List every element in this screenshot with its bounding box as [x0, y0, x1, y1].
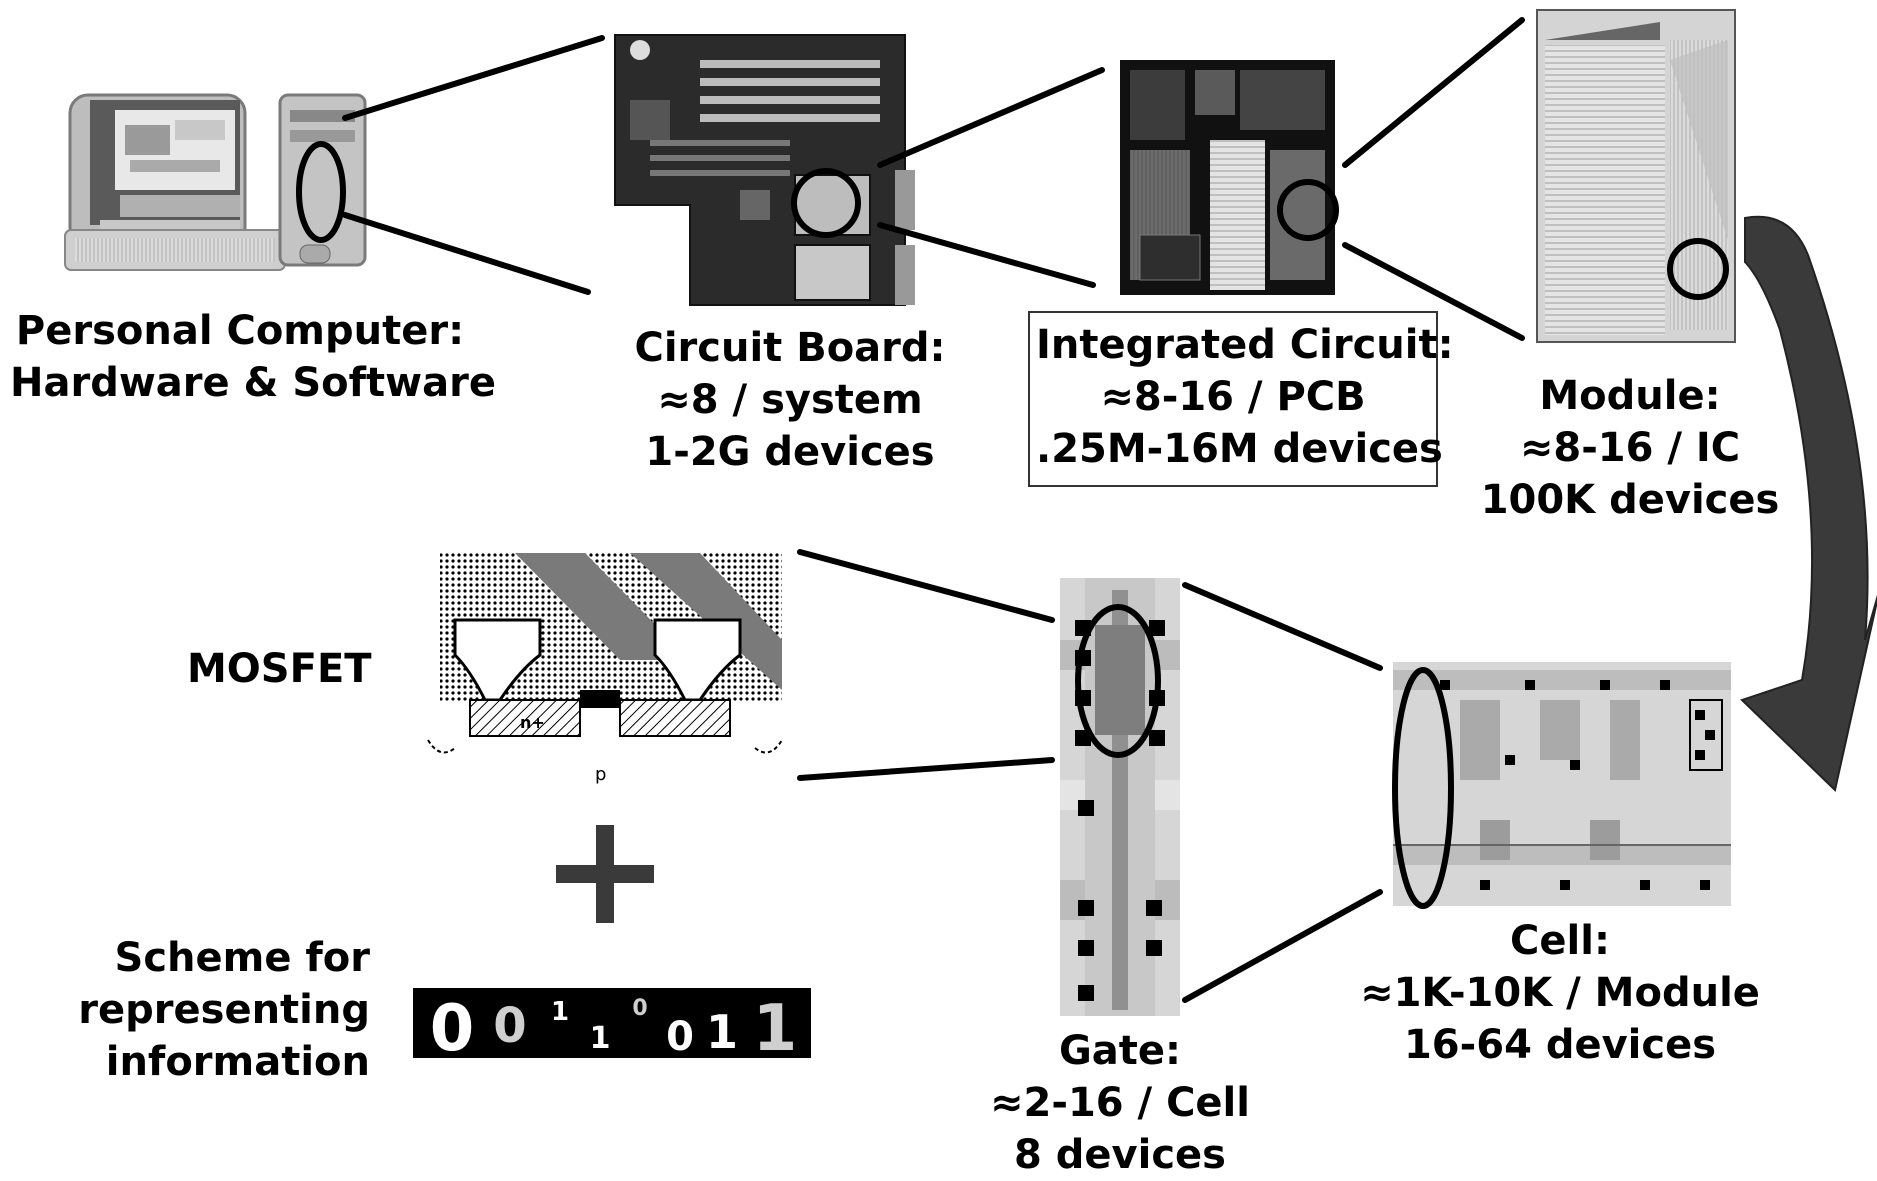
- board-label-line3: 1-2G devices: [620, 426, 960, 478]
- gate-label-line3: 8 devices: [960, 1129, 1280, 1181]
- cell-label-line3: 16-64 devices: [1340, 1019, 1780, 1071]
- binary-bit: 0: [632, 996, 647, 1021]
- binary-bit: 1: [551, 997, 569, 1027]
- scheme-label-line3: information: [60, 1036, 370, 1088]
- binary-bit: 1: [753, 992, 798, 1066]
- pc-label: Personal Computer: Hardware & Software: [10, 305, 470, 409]
- integrated-circuit-image: [1120, 60, 1336, 295]
- connector-board-ic-top: [880, 70, 1102, 165]
- binary-bit: 0: [430, 992, 475, 1066]
- module-label-line1: Module:: [1465, 370, 1795, 422]
- ic-label: Integrated Circuit: ≈8-16 / PCB .25M-16M…: [1028, 311, 1438, 487]
- binary-bit: 0: [666, 1014, 694, 1060]
- cell-label-line2: ≈1K-10K / Module: [1340, 967, 1780, 1019]
- ic-label-line1: Integrated Circuit:: [1036, 319, 1430, 371]
- mosfet-label-text: MOSFET: [187, 643, 372, 695]
- connector-ic-module-top: [1345, 20, 1522, 165]
- mosfet-p-region-label: p: [595, 764, 606, 785]
- module-label-line3: 100K devices: [1465, 474, 1795, 526]
- connector-mosfet-gate-top: [800, 552, 1052, 620]
- mosfet-label: MOSFET: [187, 643, 372, 695]
- gate-label: Gate: ≈2-16 / Cell 8 devices: [960, 1025, 1280, 1181]
- connector-gate-cell-top: [1185, 585, 1380, 668]
- module-label: Module: ≈8-16 / IC 100K devices: [1465, 370, 1795, 526]
- binary-bit: 1: [706, 1005, 738, 1059]
- circuit-board-image: [615, 35, 915, 305]
- board-label-line1: Circuit Board:: [620, 322, 960, 374]
- gate-image: [1060, 578, 1180, 1016]
- pc-label-line1: Personal Computer:: [10, 305, 470, 357]
- cell-label-line1: Cell:: [1340, 915, 1780, 967]
- board-label: Circuit Board: ≈8 / system 1-2G devices: [620, 322, 960, 478]
- ic-label-line3: .25M-16M devices: [1036, 423, 1430, 475]
- scheme-label-line1: Scheme for: [60, 932, 370, 984]
- cell-image: [1393, 662, 1731, 906]
- connector-pc-board-top: [345, 38, 602, 118]
- mosfet-image: n+ p: [428, 553, 782, 785]
- scheme-label-line2: representing: [60, 984, 370, 1036]
- gate-label-line1: Gate:: [960, 1025, 1280, 1077]
- module-image: [1537, 10, 1735, 342]
- mosfet-n-region-label: n+: [520, 713, 545, 732]
- gate-label-line2: ≈2-16 / Cell: [960, 1077, 1280, 1129]
- plus-icon: [556, 825, 654, 923]
- board-label-line2: ≈8 / system: [620, 374, 960, 426]
- module-label-line2: ≈8-16 / IC: [1465, 422, 1795, 474]
- connector-pc-board-bottom: [345, 215, 588, 292]
- binary-bit: 0: [493, 998, 526, 1054]
- ic-label-line2: ≈8-16 / PCB: [1036, 371, 1430, 423]
- pc-image: [65, 95, 365, 270]
- connector-mosfet-gate-bottom: [800, 760, 1052, 778]
- cell-label: Cell: ≈1K-10K / Module 16-64 devices: [1340, 915, 1780, 1071]
- connector-lines: [345, 20, 1522, 1000]
- pc-label-line2: Hardware & Software: [10, 357, 470, 409]
- binary-bit: 1: [590, 1021, 611, 1056]
- scheme-label: Scheme for representing information: [60, 932, 370, 1088]
